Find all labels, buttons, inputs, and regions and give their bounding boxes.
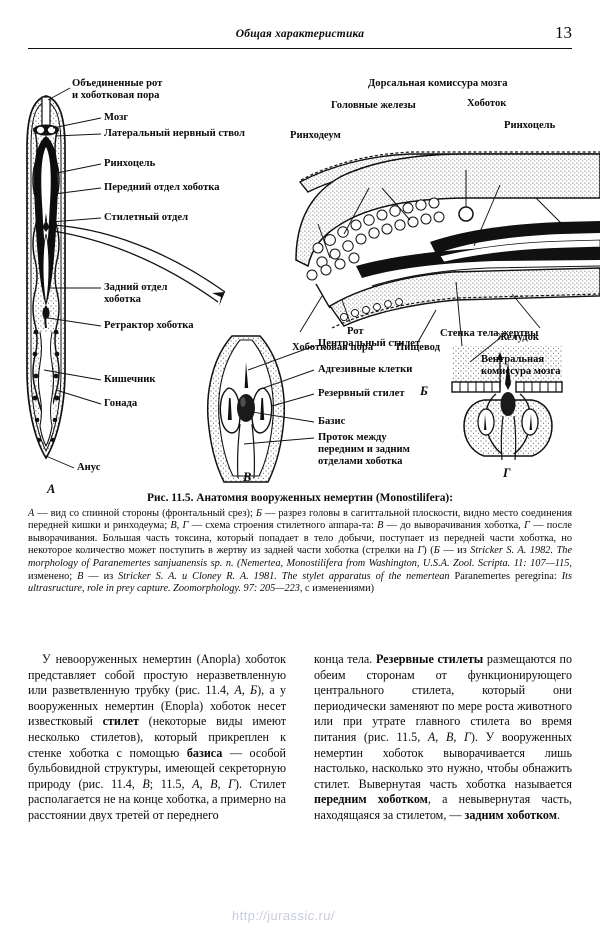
caption-ref-v2: В <box>77 570 84 582</box>
bp-l-4: — особой бульбовидной структуры, имеющей… <box>28 745 286 791</box>
panel-a-artwork <box>26 87 600 483</box>
caption-citation-5: Paranemertes <box>454 570 511 582</box>
caption-ref-g2: Г <box>417 545 424 557</box>
caption-text-9: поступить в жертву из задней части хобот… <box>159 545 418 557</box>
caption-citation-4: Stricker S. A. и Cloney R. A. 1981. The … <box>118 570 455 582</box>
panel-letter-a: А <box>47 482 56 496</box>
caption-text-11: — из <box>439 545 471 557</box>
label-b-cephalic-glands: Головные железы <box>331 100 416 111</box>
label-b-rhynchocoel: Ринхоцель <box>504 120 556 131</box>
bp-r-ital-1: А, В, Г <box>427 729 471 744</box>
caption-text-14: peregrina: <box>514 570 562 582</box>
caption-ref-b2: Б <box>433 545 440 557</box>
bp-r-2: размещаются по обеим сторонам от функцио… <box>314 652 572 744</box>
bp-r-1: конца тела. <box>314 652 376 666</box>
bp-r-5: . <box>556 807 560 822</box>
label-v-duct-line1: Проток между <box>318 432 387 443</box>
caption-ref-a: А <box>28 507 35 519</box>
bp-l-bold-basis: базиса <box>186 745 223 760</box>
label-b-proboscis: Хоботок <box>467 98 507 109</box>
caption-text-7: — после выворачивания. Большая часть ток… <box>28 520 572 544</box>
body-column-right: конца тела. Резервные стилеты размещаютс… <box>314 652 572 824</box>
caption-text-6: — до выворачивания хоботка, <box>383 520 525 532</box>
caption-citation-2: of Paranemertes sanjuanensis sp. n. <box>81 557 238 569</box>
label-b-rhynchodaeum: Ринходеум <box>290 130 341 141</box>
label-a-proboscis-retractor: Ретрактор хоботка <box>104 320 194 331</box>
label-b-ventral-commissure-line1: Вентральная <box>481 354 545 365</box>
figure-11-5: Объединенные рот и хоботковая пора Мозг … <box>0 70 600 496</box>
panel-letter-v: В <box>243 470 252 484</box>
label-a-mouth-pore-line1: Объединенные рот <box>72 78 163 89</box>
body-text: У невооруженных немертин (Anopla) хобото… <box>28 652 572 912</box>
panel-letter-b: Б <box>420 384 428 398</box>
label-a-anus: Анус <box>77 462 101 473</box>
caption-ref-g: Г <box>524 520 530 532</box>
bp-l-6: ). Стилет располагается не на конце хобо… <box>28 776 286 822</box>
bp-l-3: (некоторые виды имеют несколько стилетов… <box>28 714 286 760</box>
label-a-stylet-region: Стилетный отдел <box>104 212 189 223</box>
label-v-duct-line3: отделами хоботка <box>318 456 403 467</box>
caption-text-3: видно место соединения передней кишки и … <box>28 507 572 532</box>
bp-l-1: У невооруженных немертин (Anopla) хобото… <box>28 652 286 698</box>
caption-text-15: , с изменениями) <box>299 583 375 595</box>
watermark: http://jurassic.ru/ <box>231 908 336 923</box>
caption-text-1: — вид со спинной стороны (фронтальный ср… <box>34 507 256 519</box>
label-v-central-stylet: Центральный стилет <box>318 338 421 349</box>
label-a-anterior-proboscis: Передний отдел хоботка <box>104 182 220 193</box>
caption-citation-3: (Nemertea, Monostilifera from Washington… <box>237 557 573 569</box>
label-b-esophagus: Пищевод <box>396 342 440 353</box>
caption-text-10: ) ( <box>423 545 434 557</box>
label-a-mouth-pore-line2: и хоботковая пора <box>72 90 160 101</box>
bp-l-ital-1: А, Б <box>234 683 258 698</box>
bp-r-bold-reserve-stylets: Резервные стилеты <box>375 652 484 666</box>
label-v-adhesive-cells: Адгезивные клетки <box>318 364 413 375</box>
caption-text-8: попадает в тело добычи, поступает из пер… <box>28 532 572 557</box>
caption-ref-v: В <box>377 520 384 532</box>
caption-citation-1: Stricker S. A. 1982. The morphology <box>28 545 573 569</box>
body-paragraph-right: конца тела. Резервные стилеты размещаютс… <box>314 652 572 824</box>
bp-l-bold-stylet: стилет <box>102 714 139 729</box>
caption-ref-b: Б <box>255 507 262 519</box>
label-a-posterior-proboscis-line1: Задний отдел <box>104 282 168 293</box>
label-a-rhynchocoel: Ринхоцель <box>104 158 156 169</box>
running-head-title: Общая характеристика <box>235 28 365 40</box>
label-a-posterior-proboscis-line2: хоботка <box>104 294 141 305</box>
label-a-gonad: Гонада <box>104 398 138 409</box>
label-b-stomach: Желудок <box>497 332 539 343</box>
label-b-dorsal-commissure: Дорсальная комиссура мозга <box>368 78 508 89</box>
label-v-reserve-stylet: Резервный стилет <box>318 388 405 399</box>
running-head: Общая характеристика 13 <box>28 23 572 52</box>
caption-text-12: изменено; <box>28 570 78 582</box>
caption-text-5: та: <box>361 520 378 532</box>
bp-l-ital-3: А, В, Г <box>192 776 235 791</box>
bp-r-bold-anterior-proboscis: передним хоботком <box>314 792 428 807</box>
caption-citation-6: Its ultrasructure, role in prey capture.… <box>28 570 572 595</box>
caption-text-4: — схема строения стилетного аппара- <box>188 520 362 532</box>
bp-r-4: , а невывернутая часть, находящаяся за с… <box>314 792 573 822</box>
label-v-basis: Базис <box>318 416 346 427</box>
panel-letter-g: Г <box>503 466 511 480</box>
label-a-intestine: Кишечник <box>104 374 156 385</box>
bp-r-3: ). У вооруженных немертин хоботок вывора… <box>314 729 573 791</box>
label-a-lateral-nerve-cord: Латеральный нервный ствол <box>104 128 245 139</box>
bp-l-5: ; 11.5, <box>149 776 193 791</box>
label-v-duct-line2: передним и задним <box>318 444 410 455</box>
header-divider <box>28 48 572 49</box>
bp-l-ital-2: В <box>142 776 150 791</box>
caption-ref-vg: В, Г <box>170 520 189 532</box>
bp-l-2: ), а у вооруженных немертин (Enopla) хоб… <box>28 683 286 729</box>
label-b-ventral-commissure-line2: комиссура мозга <box>481 366 561 377</box>
label-b-proboscis-pore: Хоботковая пора <box>292 342 374 353</box>
figure-caption-title: Рис. 11.5. Анатомия вооруженных немертин… <box>147 492 453 504</box>
page-number: 13 <box>555 23 572 42</box>
label-g-prey-body-wall: Стенка тела жертвы <box>440 328 539 339</box>
label-b-mouth: Рот <box>347 326 364 337</box>
body-column-left: У невооруженных немертин (Anopla) хобото… <box>28 652 286 824</box>
caption-text-13: — из <box>83 570 119 582</box>
bp-r-bold-posterior-proboscis: задним хоботком <box>464 807 557 822</box>
caption-text-2: — разрез головы в сагиттальной плоскости… <box>261 507 461 519</box>
label-a-brain: Мозг <box>104 112 129 123</box>
figure-caption: Рис. 11.5. Анатомия вооруженных немертин… <box>28 492 572 596</box>
body-paragraph-left: У невооруженных немертин (Anopla) хобото… <box>28 652 286 824</box>
